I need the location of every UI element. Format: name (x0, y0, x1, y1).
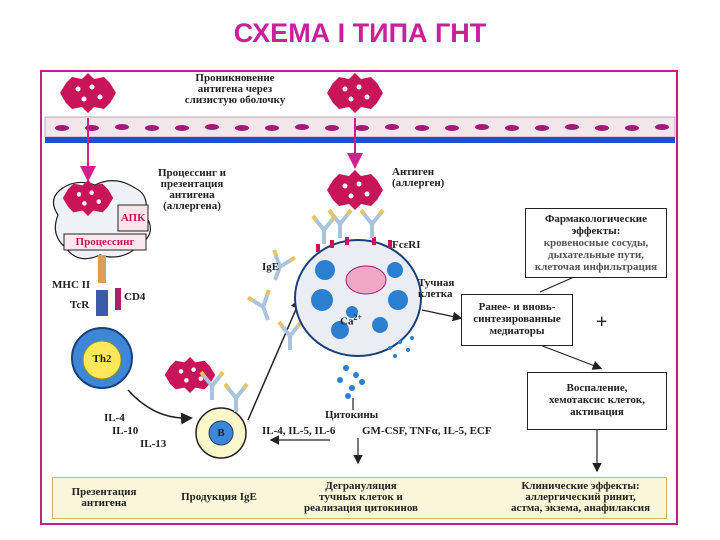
label-il-mid: IL-4, IL-5, IL-6 (262, 425, 336, 437)
label-line: (аллергена) (163, 200, 221, 212)
label-line: Антиген (392, 166, 435, 178)
label-ca: Ca2+ (340, 312, 362, 328)
bottom-step-presentation: Презентация антигена (60, 487, 148, 509)
label-line: антигена через (197, 83, 273, 95)
antigen-top-right (327, 73, 383, 113)
box-line: клеточая инфильтрация (534, 261, 658, 273)
bottom-summary-bar (52, 477, 667, 519)
box-line: хемотаксис клеток, (548, 394, 645, 406)
bottom-line: антигена (81, 497, 127, 509)
box-line: синтезированные (473, 313, 561, 325)
label-line: презентация (160, 178, 224, 190)
label-tcr: TcR (70, 299, 90, 311)
label-ca-sup: 2+ (353, 313, 363, 322)
box-line: Ранее- и вновь- (478, 301, 556, 313)
label-line: клетка (418, 288, 453, 300)
label-antigen-allergen: Антиген (аллерген) (392, 167, 444, 189)
epithelium-layer (44, 116, 676, 143)
bottom-line: тучных клеток и (319, 491, 403, 503)
label-ige: IgE (262, 261, 280, 273)
box-line: эффекты: (571, 225, 621, 237)
antigen-top-left (60, 73, 116, 113)
bottom-line: Дегрануляция (325, 480, 397, 492)
label-line: слизистую оболочку (184, 94, 286, 106)
label-mast-cell: Тучная клетка (418, 278, 454, 300)
label-line: IL-4 (104, 412, 125, 424)
label-line: IL-13 (140, 438, 167, 450)
label-line: IL-10 (112, 425, 139, 437)
page-title: СХЕМА I ТИПА ГНТ (233, 18, 487, 48)
bottom-line: реализация цитокинов (303, 502, 419, 514)
box-line: кровеносные сосуды, (543, 237, 649, 249)
label-cd4: CD4 (124, 291, 146, 303)
bottom-line: Презентация (71, 486, 137, 498)
label-line: Проникновение (195, 72, 275, 84)
box-line: Воспаление, (566, 382, 628, 394)
box-line: активация (570, 406, 624, 418)
bottom-line: Клинические эффекты: (521, 480, 640, 492)
label-cytokines: Цитокины (325, 409, 379, 421)
bottom-step-ige: Продукция IgE (181, 491, 257, 503)
label-line: антигена (169, 189, 215, 201)
label-fcer: FcεRI (392, 239, 421, 251)
label-processing-presentation: Процессинг и презентация антигена (аллер… (142, 168, 242, 212)
bottom-step-clinical: Клинические эффекты: аллергический ринит… (498, 481, 663, 514)
apc-cell (52, 180, 151, 260)
plus-sign: + (596, 311, 608, 333)
bottom-line: аллергический ринит, (525, 491, 636, 503)
label-line: Процессинг и (157, 167, 227, 179)
label-th2: Th2 (92, 353, 112, 365)
box-line: медиаторы (489, 325, 545, 337)
label-line: Тучная (418, 277, 455, 289)
label-b-cell: B (217, 427, 225, 439)
bottom-step-degranulation: Дегрануляция тучных клеток и реализация … (285, 481, 437, 514)
antigen-mast (327, 170, 383, 210)
label-ca-text: Ca (340, 315, 354, 328)
box-line: дыхательные пути, (548, 249, 644, 261)
label-apc: АПК (120, 212, 146, 224)
label-processing: Процессинг (75, 236, 135, 248)
diagram-frame (40, 70, 678, 525)
label-mhc: MHC II (52, 279, 91, 291)
bottom-line: астма, экзема, анафилаксия (510, 502, 651, 514)
label-cytokine-list: GM-CSF, TNFα, IL-5, ECF (362, 425, 492, 437)
box-pharmacological-effects: Фармакологические эффекты: кровеносные с… (525, 208, 667, 278)
box-line: Фармакологические (544, 213, 648, 225)
label-il-left: IL-4 IL-10 IL-13 (104, 412, 166, 451)
mast-cell (294, 237, 422, 358)
box-inflammation: Воспаление, хемотаксис клеток, активация (527, 372, 667, 430)
box-mediators: Ранее- и вновь- синтезированные медиатор… (461, 294, 573, 346)
label-line: (аллерген) (392, 177, 445, 189)
label-penetration: Проникновение антигена через слизистую о… (180, 73, 290, 106)
